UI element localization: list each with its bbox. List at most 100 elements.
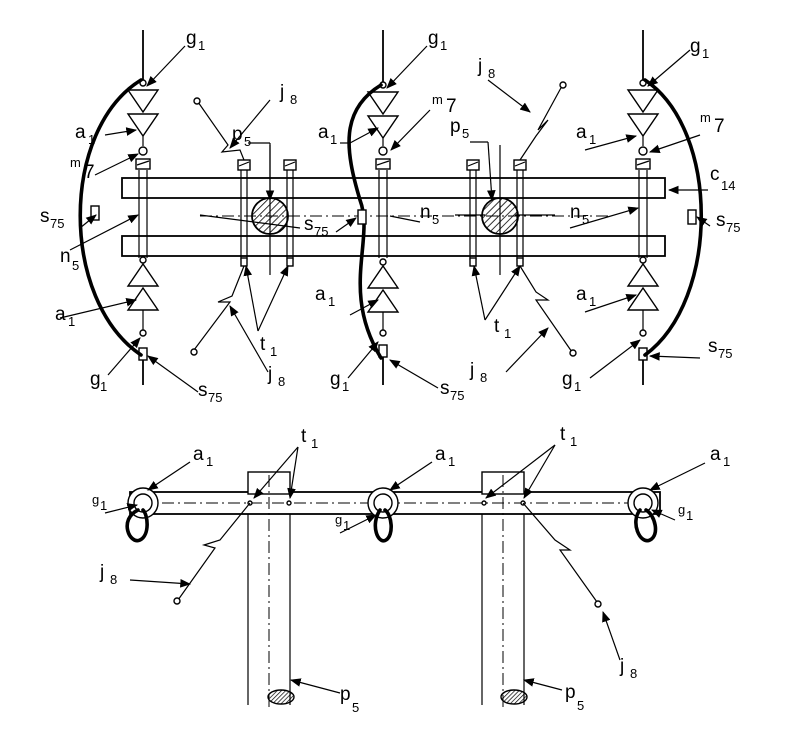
svg-text:s: s xyxy=(716,210,726,231)
front-elevation xyxy=(59,30,711,393)
ground-wire-j8 xyxy=(193,265,245,351)
svg-text:g: g xyxy=(678,502,685,517)
svg-text:a: a xyxy=(75,122,86,143)
lower-crossarm xyxy=(121,235,666,257)
svg-text:a: a xyxy=(318,122,329,143)
svg-text:m: m xyxy=(432,92,443,107)
svg-text:75: 75 xyxy=(718,346,732,361)
svg-text:j: j xyxy=(477,56,482,77)
connector-s75 xyxy=(357,209,367,225)
label-c14: c14 xyxy=(710,164,735,193)
clamp-m7 xyxy=(138,146,148,156)
svg-text:a: a xyxy=(710,444,721,465)
svg-text:5: 5 xyxy=(432,212,439,227)
svg-text:1: 1 xyxy=(342,379,349,394)
svg-text:g: g xyxy=(428,28,439,49)
svg-text:7: 7 xyxy=(446,96,457,117)
svg-text:1: 1 xyxy=(270,344,277,359)
svg-text:g: g xyxy=(335,512,342,527)
svg-text:s: s xyxy=(440,378,450,399)
phase-center xyxy=(347,30,400,385)
svg-text:1: 1 xyxy=(206,454,213,469)
svg-text:t: t xyxy=(260,334,266,355)
svg-text:1: 1 xyxy=(589,294,596,309)
ground-wire-j8 xyxy=(177,502,251,601)
svg-text:g: g xyxy=(92,492,99,507)
svg-text:m: m xyxy=(700,110,711,125)
svg-text:1: 1 xyxy=(100,498,107,513)
connector-s75 xyxy=(687,209,697,225)
svg-text:1: 1 xyxy=(311,436,318,451)
svg-text:75: 75 xyxy=(208,390,222,405)
jumper-loop xyxy=(78,78,143,357)
svg-text:75: 75 xyxy=(50,216,64,231)
svg-text:p: p xyxy=(565,682,576,703)
svg-text:s: s xyxy=(304,214,314,235)
svg-text:n: n xyxy=(420,202,431,223)
svg-text:8: 8 xyxy=(290,92,297,107)
svg-text:j: j xyxy=(99,562,104,583)
svg-text:a: a xyxy=(435,444,446,465)
svg-text:5: 5 xyxy=(72,258,79,273)
svg-text:a: a xyxy=(315,284,326,305)
svg-text:t: t xyxy=(494,316,500,337)
svg-text:1: 1 xyxy=(589,132,596,147)
svg-text:1: 1 xyxy=(723,454,730,469)
svg-text:t: t xyxy=(301,426,307,447)
svg-text:1: 1 xyxy=(330,132,337,147)
svg-text:5: 5 xyxy=(462,126,469,141)
leaders-top xyxy=(59,45,711,393)
svg-text:a: a xyxy=(576,284,587,305)
ground-wire-j8 xyxy=(519,85,563,161)
label-p5: p5 xyxy=(565,682,584,713)
jumper-loop xyxy=(643,78,703,357)
svg-text:t: t xyxy=(560,424,566,445)
svg-text:1: 1 xyxy=(686,508,693,523)
ground-wire-j8 xyxy=(519,265,573,353)
upper-crossarm xyxy=(121,177,666,199)
svg-text:s: s xyxy=(40,206,50,227)
label-p5: p5 xyxy=(340,684,359,715)
svg-text:1: 1 xyxy=(702,46,709,61)
svg-text:1: 1 xyxy=(68,314,75,329)
side-elevation xyxy=(104,444,706,710)
insulator-center-side xyxy=(367,487,399,543)
svg-text:1: 1 xyxy=(100,379,107,394)
phase-right xyxy=(626,30,703,385)
svg-text:g: g xyxy=(90,369,101,390)
ground-wire-j8 xyxy=(522,502,598,603)
svg-text:14: 14 xyxy=(721,178,735,193)
svg-text:s: s xyxy=(198,380,208,401)
svg-text:a: a xyxy=(193,444,204,465)
svg-text:a: a xyxy=(55,304,66,325)
insulator-shed xyxy=(126,286,160,311)
ground-wire-j8 xyxy=(197,101,245,161)
svg-text:p: p xyxy=(232,124,243,145)
svg-text:8: 8 xyxy=(488,66,495,81)
svg-text:1: 1 xyxy=(440,38,447,53)
